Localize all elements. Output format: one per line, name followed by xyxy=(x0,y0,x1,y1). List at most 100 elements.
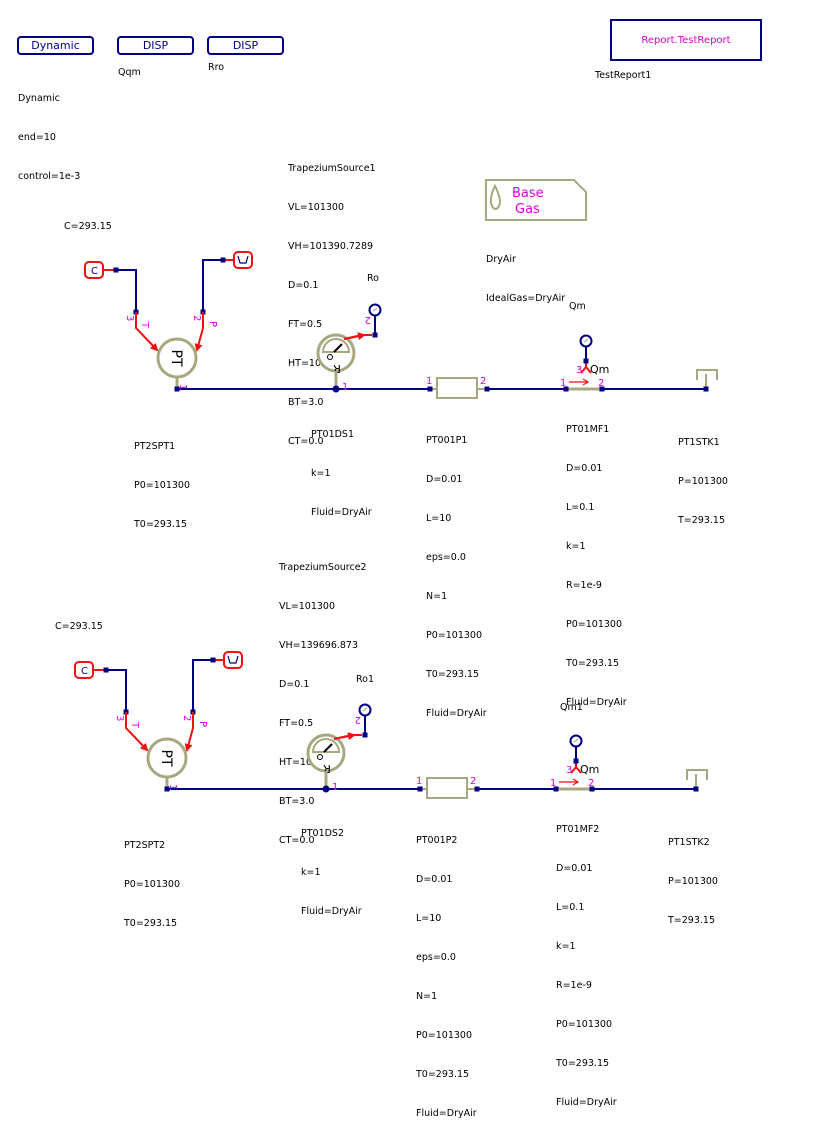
caption-line: Fluid=DryAir xyxy=(311,507,372,518)
signal-arrow-P xyxy=(184,712,194,752)
trapezium-box xyxy=(223,651,243,669)
disp-rro-block[interactable]: DISP xyxy=(207,36,284,55)
sink-1-caption: PT1STK1 P=101300 T=293.15 xyxy=(678,410,728,540)
pin-label-1: 1 xyxy=(177,384,188,390)
base-gas-caption: DryAir IdealGas=DryAir xyxy=(486,227,565,318)
trapezium-source-block[interactable] xyxy=(233,251,253,269)
pin-label-3: 3 xyxy=(576,365,582,376)
pin-label-1: 1 xyxy=(332,782,338,793)
caption-line: P=101300 xyxy=(678,476,728,487)
sink-block[interactable] xyxy=(696,369,718,389)
trapezium-source-2-caption: TrapeziumSource2 VL=101300 VH=139696.873… xyxy=(279,535,367,860)
caption-line: TrapeziumSource1 xyxy=(288,163,376,174)
sink-block[interactable] xyxy=(686,769,708,789)
density-display-meter[interactable] xyxy=(368,303,382,317)
meter-needle xyxy=(362,707,368,712)
flow-sensor-symbol: Qm xyxy=(590,363,609,376)
pipe-1-caption: PT001P1 D=0.01 L=10 eps=0.0 N=1 P0=10130… xyxy=(426,408,487,733)
sink-icon xyxy=(686,769,708,780)
signal-wire xyxy=(192,659,213,712)
caption-line: HT=100 xyxy=(279,757,319,768)
pin-label-1: 1 xyxy=(416,776,422,787)
pin-label-1: 1 xyxy=(342,382,348,393)
gauge-needle xyxy=(333,343,343,353)
trapezium-box xyxy=(233,251,253,269)
flow-display-meter[interactable] xyxy=(579,334,593,348)
pin-label-2: 2 xyxy=(470,776,476,787)
caption-line: VL=101300 xyxy=(288,202,345,213)
caption-line: PT01DS2 xyxy=(301,828,345,839)
caption-line: HT=100 xyxy=(288,358,328,369)
pt-source-symbol: PT xyxy=(168,350,184,367)
dynamic-caption: Dynamic end=10 control=1e-3 xyxy=(18,66,80,196)
caption-line: PT1STK1 xyxy=(678,437,720,448)
meter-needle xyxy=(372,307,378,312)
caption-line: T=293.15 xyxy=(678,515,726,526)
disp-rro-caption: Rro xyxy=(208,62,225,73)
caption-line: D=0.01 xyxy=(566,463,603,474)
signal-arrow xyxy=(343,332,366,341)
trapezium-icon xyxy=(227,655,239,664)
caption-line: Fluid=DryAir xyxy=(301,906,362,917)
density-sensor-block[interactable]: R xyxy=(316,333,356,389)
caption-line: PT2SPT2 xyxy=(124,840,166,851)
caption-line: T0=293.15 xyxy=(416,1069,470,1080)
constant-symbol: C xyxy=(91,266,98,277)
caption-line: T0=293.15 xyxy=(556,1058,610,1069)
trapezium-source-block[interactable] xyxy=(223,651,243,669)
caption-line: L=10 xyxy=(426,513,452,524)
density-display-meter[interactable] xyxy=(358,703,372,717)
pt-source-block[interactable]: PT xyxy=(146,737,188,789)
caption-line: BT=3.0 xyxy=(279,796,315,807)
density-sensor-2-title: Ro1 xyxy=(356,674,375,685)
pin-label-2: 2 xyxy=(598,378,604,389)
caption-line: D=0.01 xyxy=(556,863,593,874)
caption-line: P0=101300 xyxy=(134,480,190,491)
density-sensor-block[interactable]: R xyxy=(306,733,346,789)
caption-line: CT=0.0 xyxy=(288,436,324,447)
signal-wire xyxy=(202,259,223,312)
connector-node xyxy=(693,786,699,792)
gauge-o xyxy=(327,354,333,360)
constant-2-caption: C=293.15 xyxy=(55,621,103,632)
dynamic-block[interactable]: Dynamic xyxy=(17,36,94,55)
constant-source-block[interactable]: C xyxy=(74,661,94,679)
pin-label-P: P xyxy=(207,321,218,327)
sink-2-caption: PT1STK2 P=101300 T=293.15 xyxy=(668,810,718,940)
sink-icon xyxy=(696,369,718,380)
gauge-o xyxy=(317,754,323,760)
source-2-caption: PT2SPT2 P0=101300 T0=293.15 xyxy=(124,813,180,943)
connector-node xyxy=(589,786,595,792)
caption-line: control=1e-3 xyxy=(18,171,81,182)
constant-source-block[interactable]: C xyxy=(84,261,104,279)
caption-line: P0=101300 xyxy=(416,1030,472,1041)
flow-sensor-1-title: Qm xyxy=(569,301,586,312)
pipe-block[interactable] xyxy=(436,377,478,399)
signal-arrow-T xyxy=(135,312,159,352)
flow-sensor-1-caption: PT01MF1 D=0.01 L=0.1 k=1 R=1e-9 P0=10130… xyxy=(566,397,627,722)
source-1-caption: PT2SPT1 P0=101300 T0=293.15 xyxy=(134,414,190,544)
pt-source-block[interactable]: PT xyxy=(156,337,198,389)
caption-line: VL=101300 xyxy=(279,601,336,612)
caption-line: k=1 xyxy=(556,941,576,952)
pin-label-1: 1 xyxy=(560,378,566,389)
caption-line: k=1 xyxy=(301,867,321,878)
density-symbol-R: R xyxy=(323,762,331,775)
base-gas-block[interactable]: Base Gas xyxy=(485,179,587,221)
connector-node xyxy=(174,386,180,392)
caption-line: D=0.01 xyxy=(426,474,463,485)
test-report-block[interactable]: Report.TestReport xyxy=(610,19,762,61)
flow-display-meter[interactable] xyxy=(569,734,583,748)
pin-label-T: T xyxy=(139,321,150,329)
pin-label-3: 3 xyxy=(114,715,125,721)
caption-line: P0=101300 xyxy=(426,630,482,641)
caption-line: P0=101300 xyxy=(566,619,622,630)
disp-qqm-block[interactable]: DISP xyxy=(117,36,194,55)
caption-line: D=0.01 xyxy=(416,874,453,885)
pin-label-2: 2 xyxy=(191,315,202,321)
flow-sensor-2-title: Qm1 xyxy=(560,702,583,713)
pipe-block[interactable] xyxy=(426,777,468,799)
caption-line: PT2SPT1 xyxy=(134,441,176,452)
density-sensor-1-title: Ro xyxy=(367,273,379,284)
trapezium-icon xyxy=(237,255,249,264)
